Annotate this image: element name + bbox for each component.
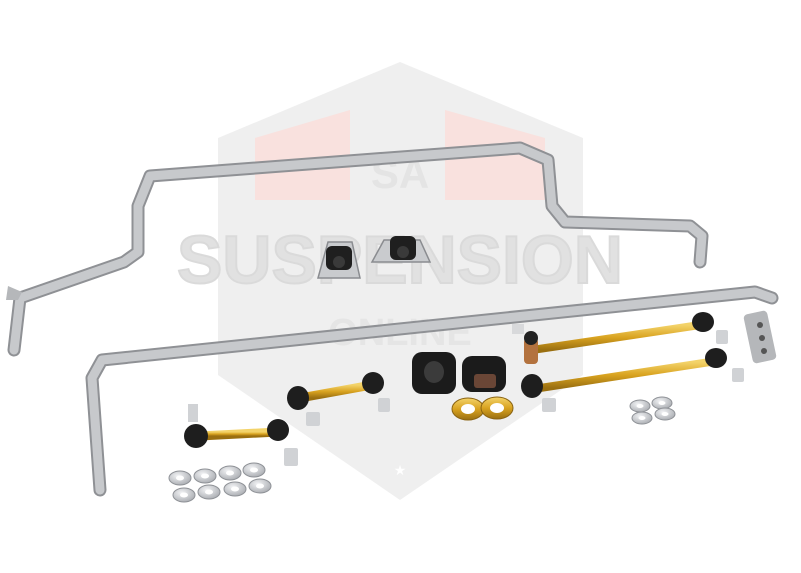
locking-collar-right: [480, 396, 514, 420]
watermark-accent: [255, 110, 545, 200]
washer-holes: [176, 401, 669, 498]
end-link-short: [287, 372, 390, 426]
end-link-long: [184, 404, 298, 466]
large-bushing-right: [462, 356, 506, 392]
locking-collar-left: [451, 397, 485, 421]
large-bushing-left: [412, 352, 456, 394]
bottom-sway-bar: [85, 285, 779, 497]
bracket-bushing-right: [370, 236, 432, 263]
top-bar-end-left: [6, 286, 22, 300]
end-link-upper: [512, 312, 728, 364]
watermark-suspension: SUSPENSION: [177, 222, 623, 298]
washer-group-right: [629, 396, 676, 425]
watermark-star-icon: ★: [394, 463, 407, 479]
top-sway-bar: [6, 141, 709, 357]
bracket-bushing-left: [317, 241, 361, 279]
end-link-lower: [521, 348, 744, 412]
